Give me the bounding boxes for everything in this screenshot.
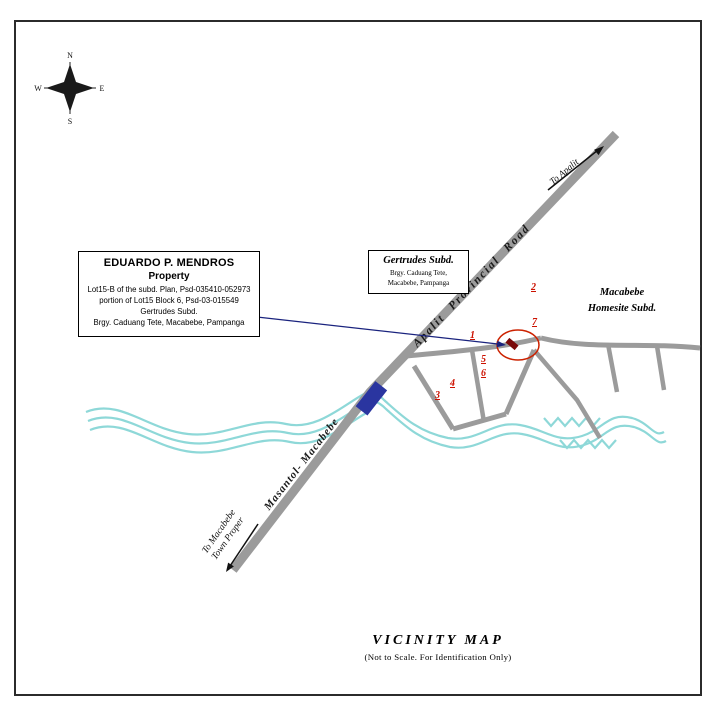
- lot-number-7: 7: [532, 317, 537, 328]
- property-detail-line: Gertrudes Subd.: [140, 306, 198, 316]
- property-info-box: EDUARDO P. MENDROS Property Lot15-B of t…: [78, 251, 260, 337]
- side-street: [605, 343, 620, 393]
- map-subtitle: (Not to Scale. For Identification Only): [364, 652, 512, 662]
- side-street: [469, 349, 487, 423]
- lot-number-4: 4: [450, 378, 455, 389]
- property-pointer-arrowhead-icon: [496, 340, 506, 348]
- compass-east-label: E: [100, 84, 105, 93]
- river-ripple: [559, 438, 617, 450]
- property-label: Property: [148, 271, 190, 282]
- map-title-block: VICINITY MAP (Not to Scale. For Identifi…: [297, 633, 579, 662]
- to-apalit-arrowhead-icon: [594, 146, 604, 156]
- property-pointer-arrow: [256, 316, 506, 348]
- side-street: [540, 335, 701, 351]
- side-street: [532, 348, 602, 440]
- map-title: VICINITY MAP: [372, 633, 504, 648]
- property-detail-line: Brgy. Caduang Tete, Macabebe, Pampanga: [93, 317, 245, 327]
- side-street: [411, 364, 456, 431]
- compass-star-icon: [46, 64, 94, 112]
- gertrudes-subd-title: Gertrudes Subd.: [383, 255, 454, 266]
- roads: [229, 130, 701, 573]
- lot-number-2: 2: [531, 282, 536, 293]
- compass-rose: N S W E: [34, 51, 104, 126]
- side-street: [503, 348, 537, 416]
- compass-north-label: N: [67, 51, 73, 60]
- compass-west-label: W: [34, 84, 42, 93]
- to-macabebe-arrow-line: [229, 523, 259, 567]
- property-marker-dot: [505, 337, 519, 351]
- to-macabebe-arrow: To Macabebe Town Proper: [201, 508, 259, 572]
- property-pointer-line: [256, 316, 499, 345]
- property-detail-line: Lot15-B of the subd. Plan, Psd-035410-05…: [87, 285, 251, 294]
- gertrudes-subd-line: Macabebe, Pampanga: [387, 279, 450, 288]
- to-macabebe-arrowhead-icon: [226, 562, 234, 572]
- gertrudes-subd-box: Gertrudes Subd. Brgy. Caduang Tete, Maca…: [368, 250, 469, 295]
- map-border: [14, 20, 702, 696]
- gertrudes-subd-line: Brgy. Caduang Tete,: [389, 269, 448, 277]
- side-street: [452, 411, 507, 432]
- macabebe-homesite-line2: Homesite Subd.: [587, 302, 657, 314]
- to-apalit-arrow-line: [547, 149, 599, 191]
- side-street: [654, 345, 667, 391]
- bridge: [355, 381, 388, 416]
- macabebe-homesite-line1: Macabebe: [599, 287, 645, 298]
- river-line: [89, 411, 369, 454]
- lot-number-3: 3: [435, 390, 440, 401]
- river-line: [85, 391, 665, 440]
- property-detail-line: portion of Lot15 Block 6, Psd-03-015549: [99, 295, 239, 305]
- to-apalit-arrow: To Apalit: [547, 146, 604, 191]
- lot-number-1: 1: [470, 330, 475, 341]
- property-owner-name: EDUARDO P. MENDROS: [103, 257, 235, 269]
- lot-number-6: 6: [481, 368, 486, 379]
- compass-south-label: S: [68, 117, 72, 126]
- lot-number-5: 5: [481, 354, 486, 365]
- macabebe-homesite-label: Macabebe Homesite Subd.: [572, 285, 672, 317]
- side-street: [405, 335, 542, 359]
